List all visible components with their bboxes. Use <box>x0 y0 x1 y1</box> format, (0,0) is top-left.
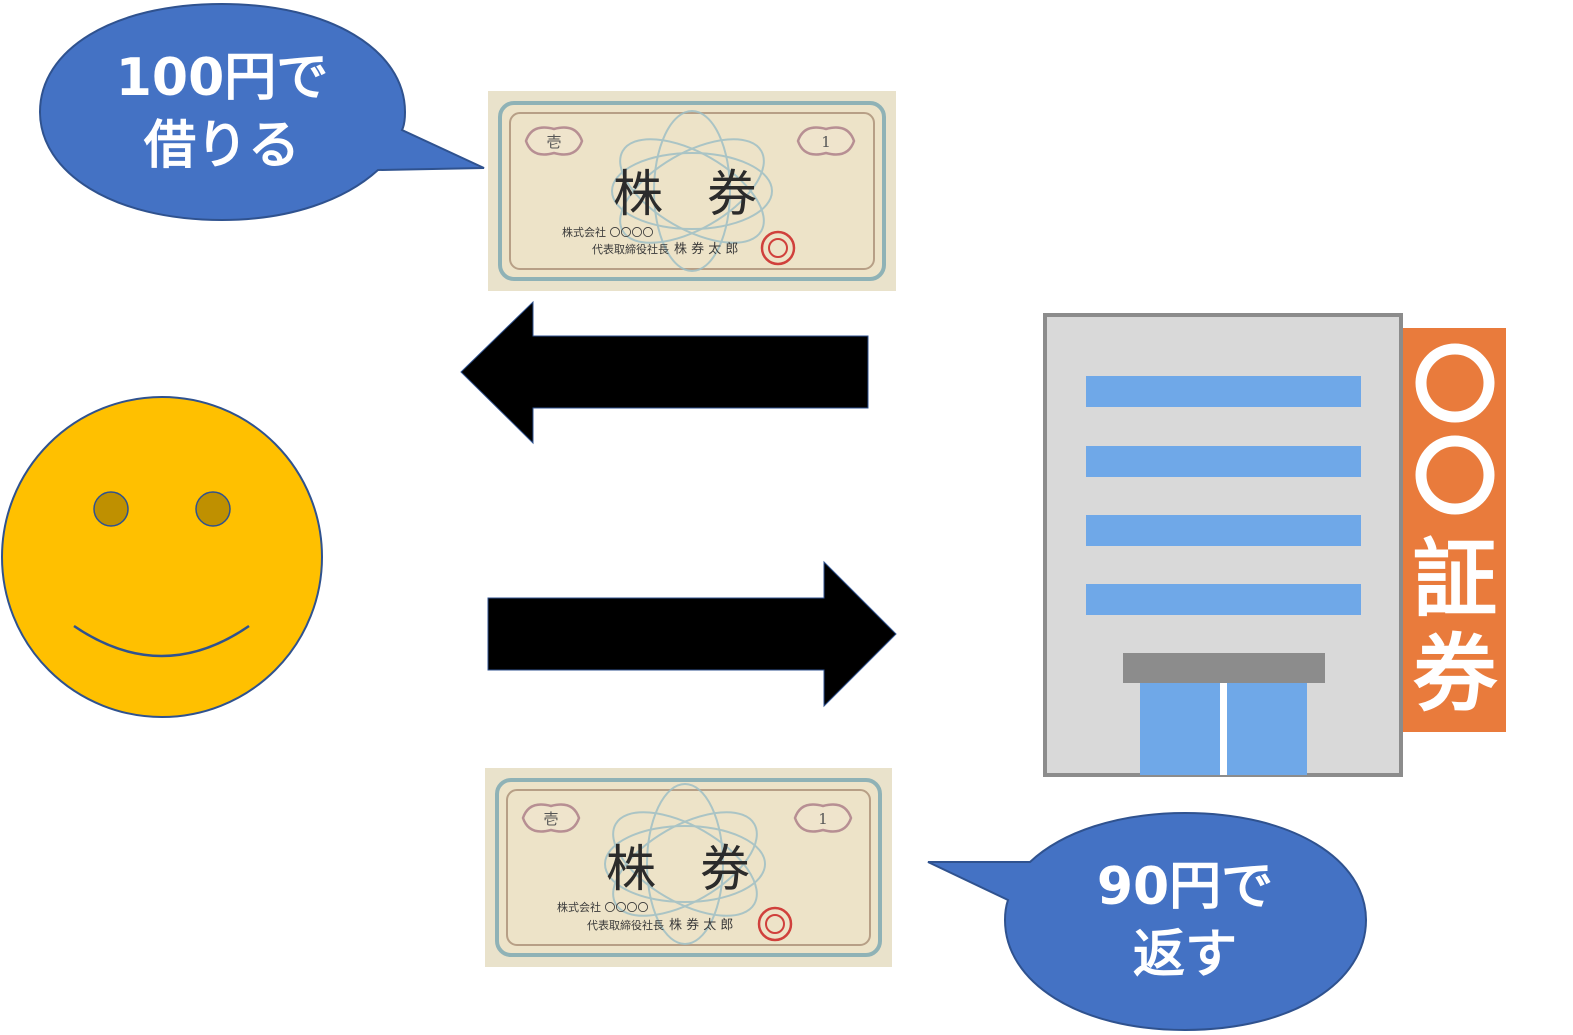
guilloche-ornament <box>611 110 773 272</box>
corner-ornament-right: 1 <box>796 126 856 156</box>
building-door-left <box>1140 683 1220 775</box>
smiley-head <box>1 396 323 718</box>
certificate-representative-label: 代表取締役社長 <box>587 918 664 932</box>
arrow-left-borrow <box>460 300 869 445</box>
borrow-bubble-line2: 借りる <box>143 116 300 176</box>
corner-left-label: 壱 <box>543 810 558 828</box>
building-door-divider <box>1220 683 1227 775</box>
certificate-company: 株式会社 〇〇〇〇 <box>562 225 654 239</box>
seal-stamp <box>760 230 796 266</box>
building-window-stripe <box>1086 446 1361 477</box>
corner-ornament-right: 1 <box>793 803 853 833</box>
certificate-representative-name: 株 券 太 郎 <box>674 241 738 257</box>
borrow-bubble-shape <box>38 2 485 222</box>
smiley-right-eye <box>195 491 231 527</box>
sign-char-2: 券 <box>1413 625 1498 723</box>
return-bubble-line1: 90円で <box>1097 857 1273 917</box>
certificate-representative-label: 代表取締役社長 <box>592 242 669 256</box>
brokerage-building <box>1043 313 1403 777</box>
building-window-stripe <box>1086 515 1361 546</box>
corner-right-label: 1 <box>818 810 828 828</box>
stock-certificate-top: 壱 1 株 券 株式会社 〇〇〇〇 代表取締役社長 株 券 太 郎 <box>488 91 896 291</box>
borrow-bubble-line1: 100円で <box>116 48 329 108</box>
borrow-speech-bubble: 100円で 借りる <box>38 2 485 222</box>
sign-circle-mark <box>1415 343 1495 423</box>
certificate-title: 株 券 <box>606 840 764 898</box>
arrow-right-return <box>487 560 897 708</box>
corner-ornament-left: 壱 <box>521 803 581 833</box>
return-speech-bubble: 90円で 返す <box>927 811 1368 1032</box>
certificate-company: 株式会社 〇〇〇〇 <box>557 900 649 914</box>
certificate-inner-frame <box>506 789 871 946</box>
corner-ornament-left: 壱 <box>524 126 584 156</box>
certificate-inner-frame <box>509 112 875 270</box>
building-entrance-canopy <box>1123 653 1325 683</box>
return-bubble-shape <box>927 811 1368 1032</box>
sign-char-1: 証 <box>1413 530 1497 628</box>
smiley-mouth <box>73 624 250 658</box>
brokerage-sign: 証 券 <box>1403 328 1506 732</box>
seal-stamp <box>757 906 793 942</box>
guilloche-ornament <box>604 783 766 945</box>
building-door-right <box>1227 683 1307 775</box>
certificate-representative-name: 株 券 太 郎 <box>669 917 733 933</box>
sign-circle-mark <box>1415 435 1495 515</box>
certificate-title: 株 券 <box>613 165 771 223</box>
smiley-face-person <box>1 396 323 718</box>
stock-certificate-bottom: 壱 1 株 券 株式会社 〇〇〇〇 代表取締役社長 株 券 太 郎 <box>485 768 892 967</box>
return-bubble-line2: 返す <box>1133 925 1237 985</box>
building-window-stripe <box>1086 584 1361 615</box>
building-window-stripe <box>1086 376 1361 407</box>
smiley-left-eye <box>93 491 129 527</box>
corner-left-label: 壱 <box>546 133 561 151</box>
corner-right-label: 1 <box>821 133 831 151</box>
